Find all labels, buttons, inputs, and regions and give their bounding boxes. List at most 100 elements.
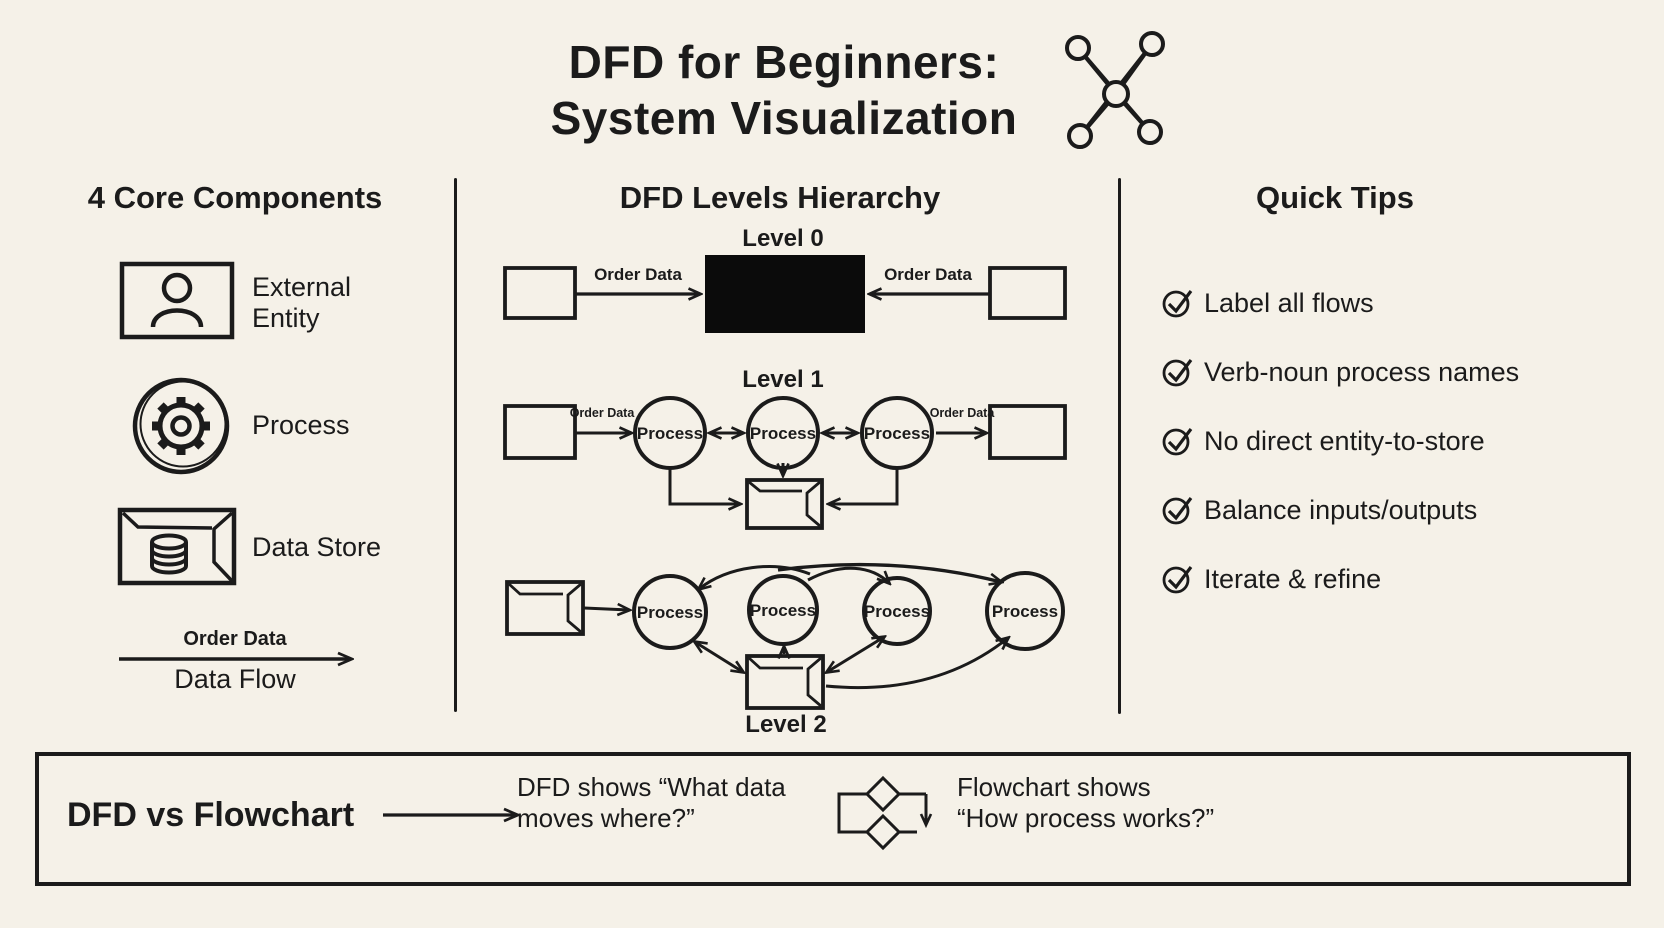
data-store-label: Data Store <box>252 532 382 562</box>
external-entity-icon <box>119 261 235 340</box>
flowchart-description-line2: “How process works?” <box>957 802 1215 833</box>
level1-process-1-label: Process <box>637 424 703 443</box>
level2-process-4 <box>985 571 1065 651</box>
check-circle-icon <box>1162 497 1193 525</box>
data-flow-name: Order Data <box>183 628 287 650</box>
tip-item-4: Balance inputs/outputs <box>1204 495 1478 525</box>
check-circle-icon <box>1162 566 1193 594</box>
level0-diagram: Level 0 Order Data Order Data <box>503 225 1067 333</box>
page-title-line1: DFD for Beginners: <box>568 36 1000 88</box>
data-flow-label: Data Flow <box>174 664 296 694</box>
flowchart-description: Flowchart shows “How process works?” <box>957 772 1214 833</box>
person-shoulders-icon <box>150 308 204 328</box>
external-entity-label: External Entity <box>252 272 351 334</box>
level0-context-process <box>705 255 865 333</box>
level2-left-store-bevel <box>566 582 582 634</box>
database-cylinder-icon <box>150 533 188 575</box>
level1-data-store-bevel-top <box>748 480 802 493</box>
level1-process-2-label: Process <box>750 424 816 443</box>
level2-p1-store-bidirectional <box>695 642 743 672</box>
level1-left-entity <box>503 404 577 460</box>
check-circle-icon <box>1162 290 1193 318</box>
level2-process-1-label: Process <box>637 603 703 622</box>
level2-store-p3-bidirectional <box>827 637 884 672</box>
level2-bottom-store-bevel-top <box>748 656 803 670</box>
level0-left-flow-label: Order Data <box>594 265 682 284</box>
page-title: DFD for Beginners: System Visualization <box>424 34 1144 146</box>
dfd-description: DFD shows “What data moves where?” <box>517 772 786 833</box>
level2-store-to-p1-arrow <box>583 608 629 610</box>
level1-flow-in-label: Order Data <box>570 406 636 420</box>
level2-bottom-data-store <box>745 654 825 710</box>
level2-diagram: Process Process Process Process Level 2 <box>505 562 1065 738</box>
level2-store-to-p4-curve <box>825 638 1008 690</box>
gear-hole-icon <box>170 415 192 437</box>
check-circle-icon <box>1162 428 1193 456</box>
network-node <box>1137 119 1163 145</box>
external-entity-label-line2: Entity <box>252 303 320 334</box>
data-store-icon <box>117 507 237 586</box>
decision-diamond-top <box>864 775 902 813</box>
external-entity-label-line1: External <box>252 272 352 302</box>
network-graph-icon <box>1065 31 1165 149</box>
level0-right-entity <box>988 266 1067 320</box>
data-flow-arrow <box>119 646 365 672</box>
level2-curve-to-p3 <box>807 566 889 583</box>
level2-process-4-label: Process <box>992 602 1058 621</box>
level0-left-entity <box>503 266 577 320</box>
store-bevel-top <box>121 511 213 530</box>
flowchart-description-line1: Flowchart shows <box>957 772 1151 802</box>
level2-curve-to-p1 <box>699 565 811 589</box>
level1-process-3-label: Process <box>864 424 930 443</box>
network-node <box>1102 80 1130 108</box>
page-title-line2: System Visualization <box>550 92 1018 145</box>
hierarchy-heading: DFD Levels Hierarchy <box>619 180 941 215</box>
dfd-description-line2: moves where?” <box>517 802 695 833</box>
level2-process-3 <box>862 576 932 646</box>
process-circle <box>132 377 230 475</box>
level2-process-3-label: Process <box>864 602 930 621</box>
entity-rectangle <box>119 261 235 340</box>
divider-left <box>454 178 457 712</box>
level1-data-store-bevel <box>805 480 821 528</box>
level2-bottom-store-bevel <box>806 656 822 708</box>
level1-diagram: Level 1 Order Data Process Process Proce… <box>503 366 1067 530</box>
level1-p1-to-store-arrow <box>668 468 740 504</box>
flowchart-icon <box>837 775 947 851</box>
comparison-title: DFD vs Flowchart <box>67 796 355 834</box>
tip-item-1: Label all flows <box>1204 288 1374 318</box>
level2-long-arrow-to-p4 <box>777 562 1001 582</box>
level1-p3-to-store-arrow <box>829 468 899 504</box>
check-circle-icon <box>1162 359 1193 387</box>
level2-process-2-label: Process <box>750 601 816 620</box>
level1-data-store <box>745 478 824 530</box>
level1-label: Level 1 <box>742 366 823 393</box>
level2-process-1 <box>632 574 708 650</box>
comparison-bar: DFD vs Flowchart DFD shows “What data mo… <box>35 752 1631 886</box>
level1-flow-out-label: Order Data <box>930 406 996 420</box>
network-node <box>1065 35 1091 61</box>
tip-item-2: Verb-noun process names <box>1204 357 1520 387</box>
level2-left-store-bevel-top <box>508 582 563 596</box>
tip-item-3: No direct entity-to-store <box>1204 426 1485 456</box>
tips-heading: Quick Tips <box>1256 180 1414 215</box>
level2-left-data-store <box>505 580 585 636</box>
divider-right <box>1118 178 1121 714</box>
components-heading: 4 Core Components <box>87 180 383 215</box>
decision-diamond-bottom <box>864 813 902 851</box>
process-label: Process <box>252 410 350 440</box>
level0-label: Level 0 <box>742 225 823 252</box>
dfd-description-line1: DFD shows “What data <box>517 772 786 802</box>
store-box <box>117 507 237 586</box>
comparison-arrow <box>383 802 529 828</box>
level0-right-flow-label: Order Data <box>884 265 972 284</box>
hierarchy-diagram: Level 0 Order Data Order Data Level 1 Or… <box>503 225 1067 738</box>
network-node <box>1067 123 1093 149</box>
process-circle-sketch <box>139 380 227 468</box>
person-head-icon <box>161 272 193 304</box>
process-icon <box>132 377 230 475</box>
level2-label: Level 2 <box>745 711 826 738</box>
store-bevel-right <box>212 511 234 583</box>
flowchart-loop <box>837 792 867 834</box>
